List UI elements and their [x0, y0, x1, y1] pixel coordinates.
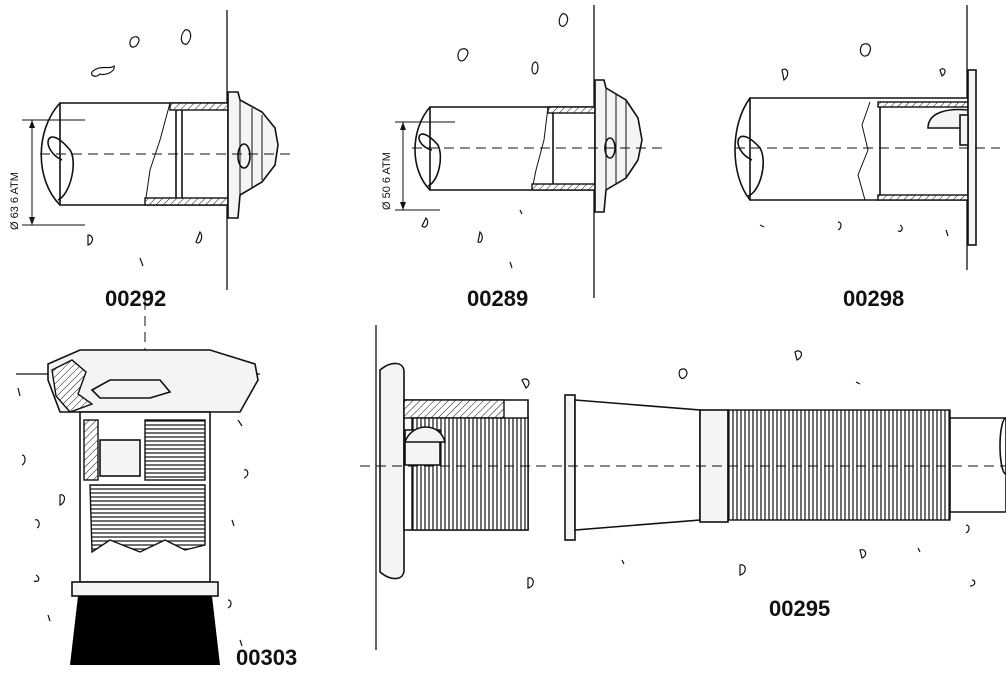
pipe-end	[40, 102, 61, 206]
product-code: 00298	[843, 286, 904, 311]
pipe-end	[414, 106, 431, 191]
dimension-label: Ø 50 6 ATM	[381, 152, 393, 210]
cut-edge	[857, 101, 871, 201]
pipe-segment	[70, 596, 220, 665]
pipe-break	[418, 133, 442, 187]
concrete-specks	[759, 43, 949, 237]
product-code: 00292	[105, 286, 166, 311]
wall-flange	[379, 362, 405, 580]
wall-flange	[967, 69, 977, 246]
threaded-pipe	[727, 409, 951, 521]
concrete-specks	[521, 350, 976, 589]
fitting-wall-bottom	[877, 194, 969, 201]
flange-collar	[959, 114, 969, 146]
body-thread-lower	[89, 484, 206, 554]
fitting-drawing-00289: Ø 50 6 ATM 00289	[381, 5, 665, 311]
product-code: 00289	[467, 286, 528, 311]
pipe-body	[749, 97, 969, 201]
pipe-collar	[71, 581, 219, 597]
fitting-drawing-00298: 00298	[734, 5, 1000, 311]
clamp-ring	[564, 394, 576, 541]
pipe-end	[734, 97, 751, 201]
cover-section	[51, 359, 94, 413]
fitting-drawing-00292: Ø 63 6 ATM 00292	[9, 10, 292, 311]
fitting-drawing-00303: 00303	[16, 300, 297, 670]
socket-wall-bottom	[531, 183, 596, 191]
return-nozzle	[227, 91, 279, 219]
concrete-specks	[17, 387, 249, 647]
socket-wall-top	[547, 106, 596, 114]
dimension-label: Ø 63 6 ATM	[9, 172, 21, 230]
socket-wall-bottom	[144, 197, 229, 206]
body-insert	[99, 439, 141, 477]
socket-wall-top	[169, 102, 229, 111]
product-code: 00303	[236, 645, 297, 669]
adapter-body	[574, 399, 701, 531]
eyeball-insert	[403, 426, 447, 443]
pipe-end-segment	[949, 417, 1006, 513]
body-wall-left	[83, 419, 99, 481]
cover-latch	[90, 379, 172, 399]
sleeve-wall-top	[403, 399, 505, 419]
fitting-drawing-00295: 00295	[360, 325, 1006, 650]
concrete-specks	[421, 13, 569, 269]
nozzle-eye	[237, 143, 251, 169]
nozzle-ribs	[605, 88, 627, 190]
pipe-break	[47, 136, 74, 201]
cut-edge	[144, 102, 171, 206]
return-nozzle	[594, 79, 643, 213]
pipe-opening	[999, 417, 1006, 475]
body-thread-upper	[144, 419, 206, 481]
concrete-specks	[87, 29, 203, 267]
fitting-wall-top	[877, 101, 969, 108]
product-code: 00295	[769, 596, 830, 621]
cut-edge	[531, 106, 549, 191]
